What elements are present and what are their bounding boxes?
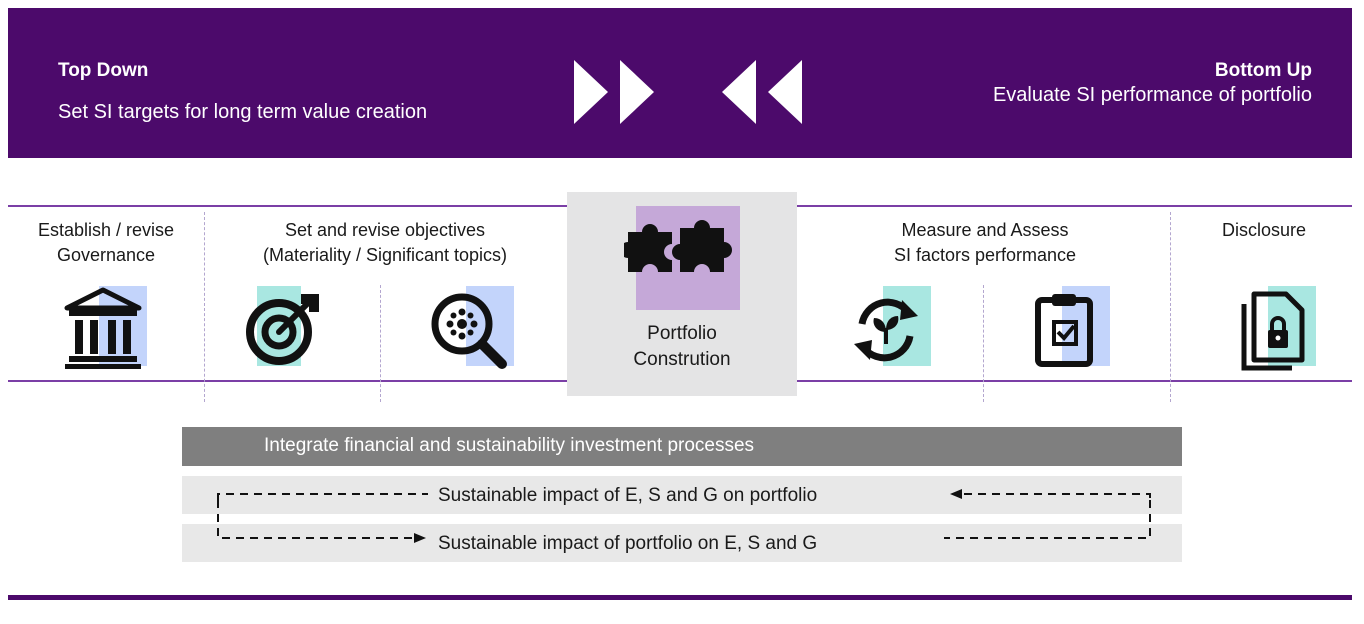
target-icon <box>246 294 319 365</box>
clipboard-check-icon <box>1035 294 1093 367</box>
top-banner: Top Down Set SI targets for long term va… <box>8 8 1352 158</box>
impact-on-portfolio-text: Sustainable impact of E, S and G on port… <box>438 485 818 506</box>
bottom-rule <box>8 595 1352 600</box>
separator <box>983 285 984 402</box>
impact-of-portfolio-bar <box>182 524 1182 562</box>
converging-arrows-icon <box>574 60 802 124</box>
measure-label: Measure and Assess SI factors performanc… <box>893 220 1077 265</box>
recycle-leaf-icon <box>854 298 918 362</box>
impact-of-portfolio-text: Sustainable impact of portfolio on E, S … <box>438 533 818 554</box>
bottom-up-title: Bottom Up <box>1214 60 1312 81</box>
separator <box>1170 212 1171 402</box>
separator <box>204 212 205 402</box>
puzzle-icon <box>624 220 732 272</box>
integration-header-text: Integrate financial and sustainability i… <box>264 435 755 456</box>
separator <box>380 285 381 402</box>
disclosure-label: Disclosure <box>1221 220 1307 240</box>
magnifier-icon <box>431 293 507 369</box>
bottom-up-subtitle: Evaluate SI performance of portfolio <box>992 84 1312 106</box>
integration-header-bar: Integrate financial and sustainability i… <box>182 427 1182 466</box>
document-lock-icon <box>1241 291 1305 371</box>
feedback-loop-arrows <box>217 489 1151 543</box>
objectives-label: Set and revise objectives (Materiality /… <box>262 220 508 265</box>
governance-label: Establish / revise Governance <box>37 220 175 265</box>
top-down-subtitle: Set SI targets for long term value creat… <box>58 101 428 123</box>
portfolio-construction-label: Portfolio Constrution <box>633 323 731 370</box>
top-down-title: Top Down <box>58 60 149 81</box>
impact-on-portfolio-bar <box>182 476 1182 514</box>
bank-icon <box>64 287 142 369</box>
